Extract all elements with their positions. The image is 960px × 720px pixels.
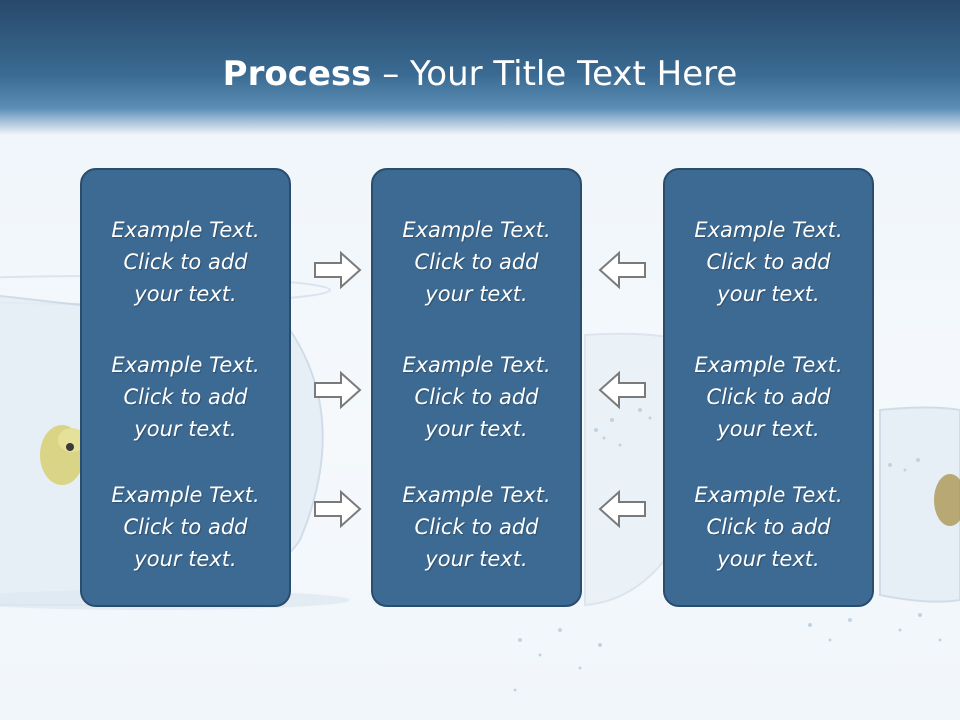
panel-text-block[interactable]: Example Text. Click to add your text. (82, 349, 289, 445)
text-line: your text. (717, 282, 820, 306)
text-line: Click to add (706, 515, 831, 539)
panel-text-block[interactable]: Example Text. Click to add your text. (665, 349, 872, 445)
text-line: your text. (425, 417, 528, 441)
text-line: Click to add (123, 385, 248, 409)
title-bold-text: Process (222, 54, 372, 94)
process-panel-left[interactable]: Example Text. Click to add your text. Ex… (80, 168, 291, 607)
text-line: Example Text. (694, 483, 843, 507)
text-line: your text. (134, 282, 237, 306)
panel-text-block[interactable]: Example Text. Click to add your text. (665, 214, 872, 310)
panel-text-block[interactable]: Example Text. Click to add your text. (82, 479, 289, 575)
panel-text-block[interactable]: Example Text. Click to add your text. (82, 214, 289, 310)
process-panel-right[interactable]: Example Text. Click to add your text. Ex… (663, 168, 874, 607)
title-rest-text: Your Title Text Here (410, 54, 738, 94)
text-line: Click to add (414, 250, 539, 274)
arrow-right-icon[interactable] (313, 370, 363, 410)
yellow-fish-icon (40, 425, 86, 485)
text-line: Example Text. (111, 353, 260, 377)
text-line: Example Text. (694, 353, 843, 377)
text-line: your text. (425, 547, 528, 571)
text-line: Click to add (706, 250, 831, 274)
arrow-right-icon[interactable] (313, 489, 363, 529)
arrow-left-icon[interactable] (597, 489, 647, 529)
text-line: your text. (717, 547, 820, 571)
header-band (0, 0, 960, 135)
title-dash: – (371, 54, 411, 94)
panel-text-block[interactable]: Example Text. Click to add your text. (373, 479, 580, 575)
text-line: Click to add (123, 515, 248, 539)
arrow-left-icon[interactable] (597, 250, 647, 290)
text-line: Example Text. (402, 483, 551, 507)
text-line: Example Text. (111, 218, 260, 242)
text-line: Click to add (414, 515, 539, 539)
text-line: your text. (425, 282, 528, 306)
text-line: Example Text. (402, 353, 551, 377)
panel-text-block[interactable]: Example Text. Click to add your text. (373, 349, 580, 445)
text-line: your text. (134, 417, 237, 441)
text-line: Example Text. (402, 218, 551, 242)
text-line: Click to add (123, 250, 248, 274)
text-line: your text. (717, 417, 820, 441)
arrow-right-icon[interactable] (313, 250, 363, 290)
panel-text-block[interactable]: Example Text. Click to add your text. (373, 214, 580, 310)
text-line: Example Text. (694, 218, 843, 242)
slide-title[interactable]: Process – Your Title Text Here (0, 52, 960, 96)
process-panel-center[interactable]: Example Text. Click to add your text. Ex… (371, 168, 582, 607)
text-line: Click to add (706, 385, 831, 409)
text-line: Click to add (414, 385, 539, 409)
text-line: your text. (134, 547, 237, 571)
text-line: Example Text. (111, 483, 260, 507)
panel-text-block[interactable]: Example Text. Click to add your text. (665, 479, 872, 575)
arrow-left-icon[interactable] (597, 370, 647, 410)
